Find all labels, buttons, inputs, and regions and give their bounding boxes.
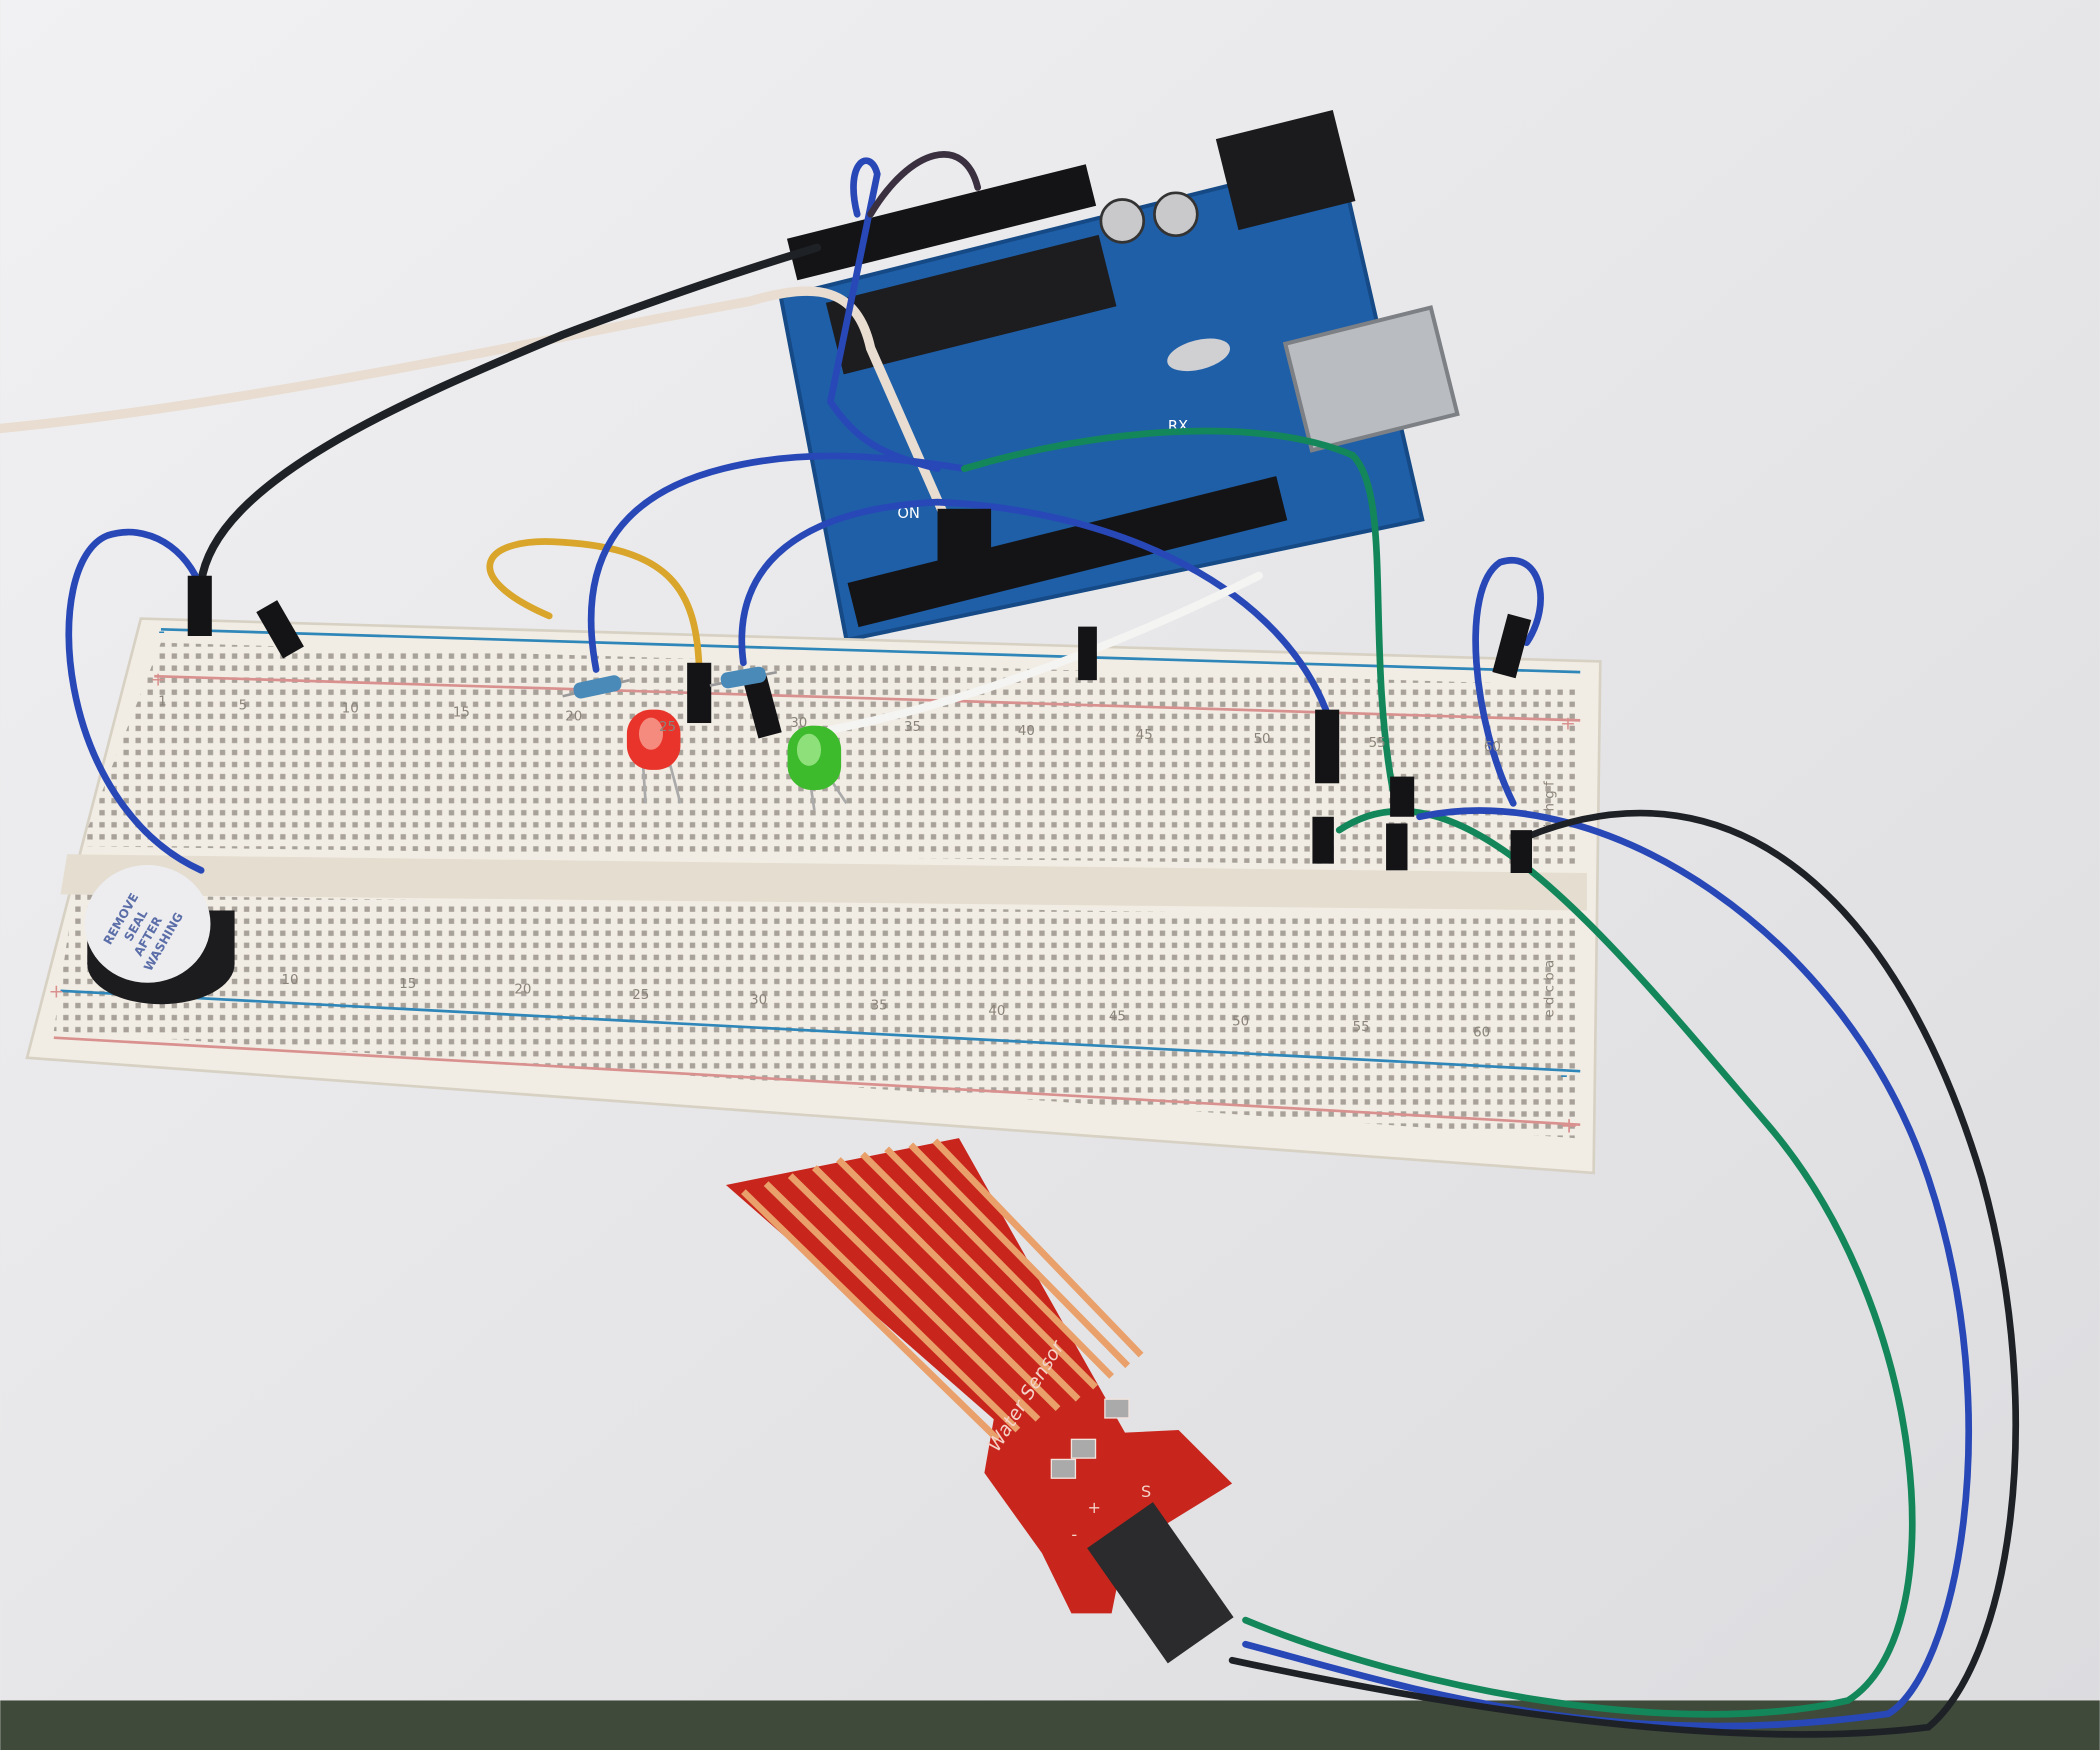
- wire-blue-red-led: [587, 452, 968, 673]
- on-label: ON: [897, 505, 920, 522]
- atmega-chip: [825, 234, 1117, 375]
- column-number: 20: [565, 709, 582, 724]
- column-number: 35: [871, 999, 888, 1014]
- column-number: 60: [1484, 740, 1501, 755]
- column-number: 40: [1018, 724, 1035, 739]
- jumper-housing: [937, 508, 992, 570]
- wire-blue-arduino-top: [826, 157, 941, 472]
- wire-blue-loop-right: [1472, 557, 1544, 807]
- usb-port: [1282, 305, 1460, 453]
- column-number: 30: [790, 716, 807, 731]
- column-number: 1: [158, 695, 167, 710]
- column-number: 50: [1232, 1015, 1249, 1030]
- jumper-housing: [687, 662, 712, 724]
- green-led: [787, 725, 848, 811]
- wire-black-arduino-top: [867, 151, 982, 218]
- red-led: [626, 709, 682, 804]
- smd-component: [1104, 1398, 1130, 1419]
- column-number: 50: [1254, 732, 1271, 747]
- rail-line-red: [53, 1036, 1581, 1127]
- column-number: 55: [1369, 736, 1386, 751]
- jumper-housing: [187, 575, 212, 636]
- rail-plus: +: [150, 670, 166, 691]
- jumper-housing: [1315, 709, 1340, 784]
- rail-line-blue: [160, 627, 1581, 674]
- sensor-pin-s: S: [1141, 1482, 1151, 1501]
- column-number: 10: [281, 973, 298, 988]
- water-sensor: Water Sensor: [725, 1138, 1234, 1664]
- resistor: [709, 666, 778, 689]
- arduino-uno-board: RX ON: [778, 109, 1460, 643]
- sensor-pin-plus: +: [1087, 1498, 1100, 1517]
- wire-blue-green-led: [738, 498, 1330, 713]
- capacitor: [1099, 198, 1146, 244]
- dc-jack: [1215, 109, 1356, 231]
- column-number: 55: [1353, 1020, 1370, 1035]
- wires: [0, 151, 2020, 1738]
- sensor-connector: [1087, 1502, 1234, 1664]
- column-number: 10: [342, 701, 359, 716]
- column-number: 45: [1109, 1009, 1126, 1024]
- wire-green-sensor: [1242, 807, 1916, 1718]
- jumper-housing: [1386, 823, 1408, 871]
- sensor-pin-labels: S + -: [1071, 1482, 1151, 1544]
- column-number: 15: [453, 705, 470, 720]
- rail-line-blue: [60, 989, 1581, 1073]
- column-numbers-top: 1 5 10 15 20 25 30 35 40 45 50 55 60: [158, 695, 1501, 756]
- sensor-traces: [741, 1138, 1144, 1442]
- buzzer: REMOVE SEAL AFTER WASHING: [84, 864, 235, 1005]
- column-number: 5: [239, 699, 248, 714]
- row-letters-bottom: e d c b a: [1542, 960, 1557, 1018]
- jumper-housing: [1078, 626, 1097, 681]
- column-number: 40: [988, 1004, 1005, 1019]
- jumper-housing: [742, 674, 782, 739]
- jumper-housings: [187, 508, 1533, 873]
- jumper-housing: [256, 600, 304, 659]
- column-number: 15: [399, 977, 416, 992]
- column-number: 25: [659, 720, 676, 735]
- jumper-housing: [1312, 816, 1334, 864]
- rail-minus: -: [1560, 1063, 1568, 1088]
- jumper-housing: [1390, 776, 1415, 817]
- smd-component: [1050, 1458, 1077, 1479]
- wire-yellow: [486, 538, 703, 673]
- column-number: 20: [514, 982, 531, 997]
- resistor: [562, 675, 630, 699]
- column-number: 35: [904, 720, 921, 735]
- wire-blue-buzzer: [65, 528, 205, 874]
- capacitor: [1153, 191, 1199, 237]
- rail-plus: +: [1560, 714, 1576, 735]
- jumper-housing: [1510, 830, 1533, 873]
- column-numbers-bottom: 10 15 20 25 30 35 40 45 50 55 60: [281, 973, 1490, 1040]
- crystal: [1167, 338, 1231, 372]
- rail-plus: +: [48, 982, 64, 1003]
- wire-black-sensor: [1228, 809, 2020, 1738]
- wire-green-arduino: [960, 427, 1397, 794]
- smd-component: [1070, 1438, 1097, 1459]
- column-number: 60: [1473, 1025, 1490, 1040]
- wire-white-long: [0, 286, 949, 521]
- column-number: 30: [750, 993, 767, 1008]
- rail-plus: +: [1560, 1114, 1578, 1139]
- wire-black-long: [197, 243, 822, 587]
- analog-header: [847, 476, 1288, 628]
- rail-line-red: [154, 674, 1581, 722]
- rail-minus: -: [158, 621, 165, 642]
- jumper-housing: [1492, 613, 1532, 679]
- column-number: 25: [632, 988, 649, 1003]
- column-number: 45: [1136, 728, 1153, 743]
- sensor-pin-minus: -: [1071, 1525, 1077, 1544]
- wire-white-short: [826, 571, 1263, 734]
